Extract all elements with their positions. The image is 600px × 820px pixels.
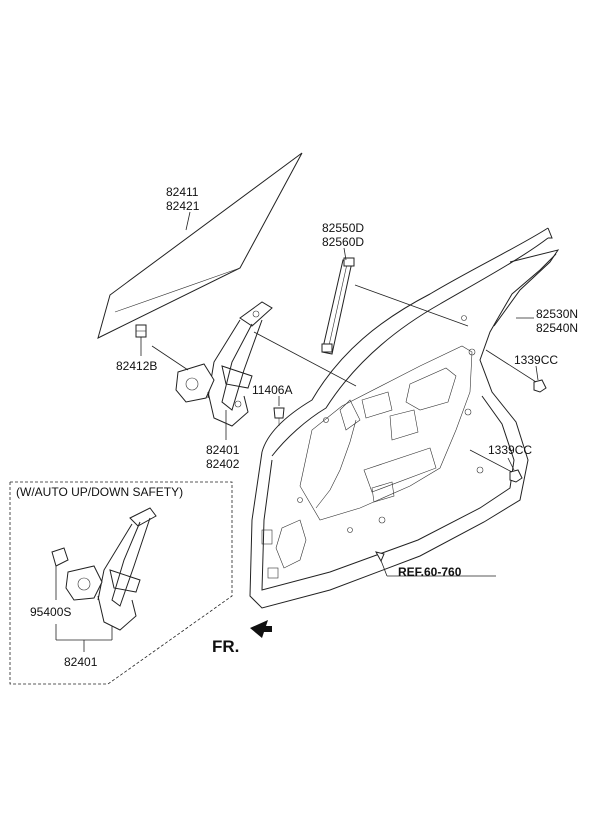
- glass-clip: [135, 324, 147, 338]
- window-regulator: [175, 301, 273, 427]
- label-regulator-1: 82401: [206, 443, 240, 457]
- label-weatherstrip-1: 82530N: [536, 307, 578, 321]
- label-regulator-2: 82402: [206, 457, 240, 471]
- nut-upper: [533, 379, 547, 393]
- rear-channel: [321, 257, 355, 355]
- front-arrow-icon: [250, 620, 272, 638]
- label-nut-lower: 1339CC: [488, 443, 532, 457]
- inset-auto-safety: [9, 481, 233, 685]
- label-nut-upper: 1339CC: [514, 353, 558, 367]
- label-inset-motor: 95400S: [30, 605, 71, 619]
- door-panel: [249, 227, 560, 609]
- label-bolt: 11406A: [252, 383, 292, 397]
- label-ref: REF.60-760: [398, 565, 462, 579]
- label-channel-2: 82560D: [322, 235, 364, 249]
- label-glass-2: 82421: [166, 199, 200, 213]
- label-inset-title: (W/AUTO UP/DOWN SAFETY): [16, 485, 183, 499]
- leader-lines: [140, 211, 539, 577]
- door-glass: [97, 152, 303, 339]
- label-front: FR.: [212, 637, 239, 656]
- label-inset-regulator: 82401: [64, 655, 98, 669]
- label-channel-1: 82550D: [322, 221, 364, 235]
- label-glass-clip: 82412B: [116, 359, 157, 373]
- label-weatherstrip-2: 82540N: [536, 321, 578, 335]
- nut-lower: [509, 469, 523, 483]
- label-glass-1: 82411: [166, 185, 199, 199]
- bolt: [273, 407, 285, 426]
